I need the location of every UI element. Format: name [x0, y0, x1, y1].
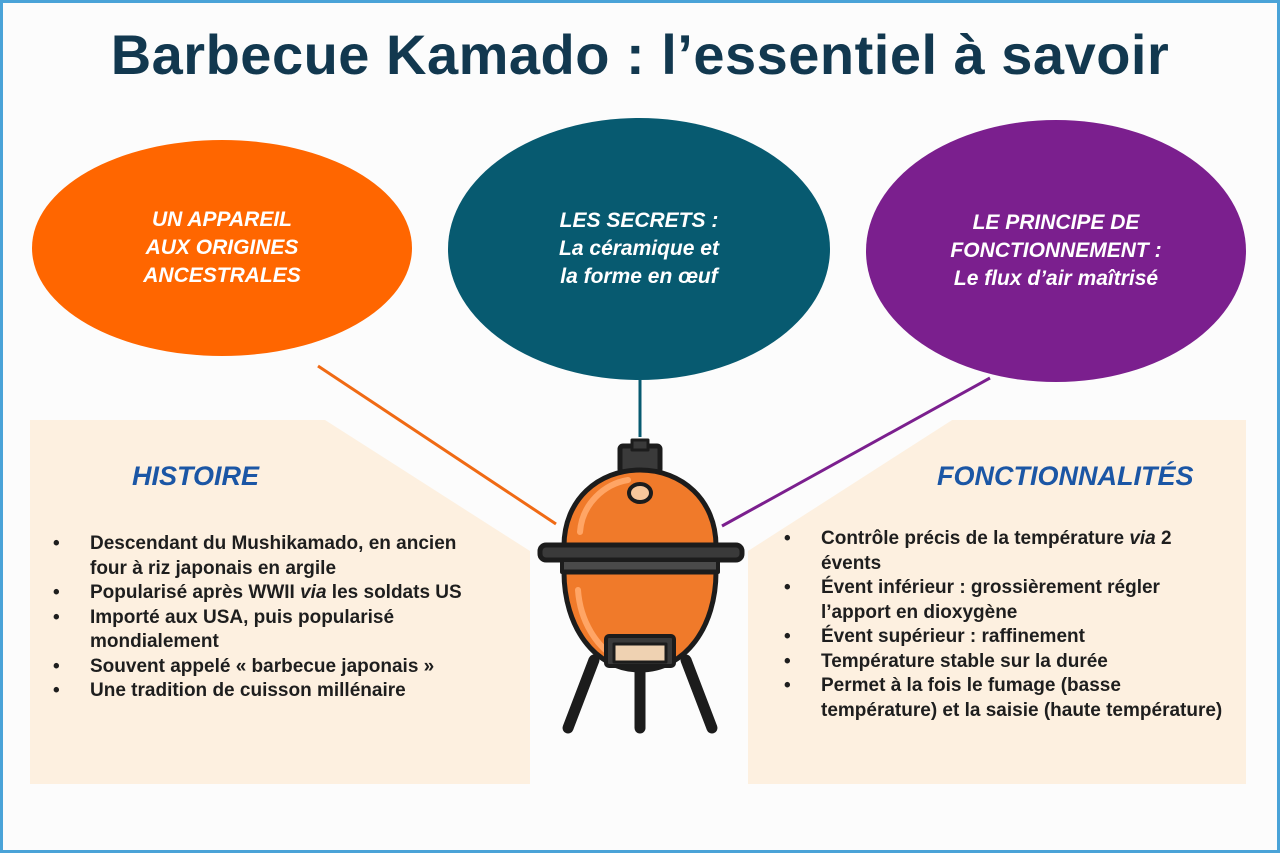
- bubble-origins: UN APPAREIL AUX ORIGINES ANCESTRALES: [32, 140, 412, 356]
- bubble-secrets-text: LES SECRETS : La céramique et la forme e…: [559, 209, 719, 288]
- bubble-principle-text: LE PRINCIPE DE FONCTIONNEMENT : Le flux …: [950, 211, 1162, 290]
- history-list: Descendant du Mushikamado, en ancien fou…: [53, 532, 483, 704]
- list-item: Permet à la fois le fumage (basse tempér…: [784, 674, 1224, 723]
- bubble-principle: LE PRINCIPE DE FONCTIONNEMENT : Le flux …: [866, 120, 1246, 382]
- features-heading: FONCTIONNALITÉS: [937, 461, 1194, 491]
- page-title: Barbecue Kamado : l’essentiel à savoir: [110, 23, 1170, 86]
- list-item: Évent inférieur : grossièrement régler l…: [784, 576, 1224, 625]
- connector-origins: [317, 364, 557, 526]
- features-list: Contrôle précis de la température via 2 …: [784, 527, 1224, 723]
- bubble-secrets: LES SECRETS : La céramique et la forme e…: [448, 118, 830, 380]
- list-item: Descendant du Mushikamado, en ancien fou…: [53, 532, 483, 581]
- bubble-origins-text: UN APPAREIL AUX ORIGINES ANCESTRALES: [143, 208, 301, 287]
- list-item: Évent supérieur : raffinement: [784, 625, 1224, 650]
- list-item: Une tradition de cuisson millénaire: [53, 679, 483, 704]
- list-item: Importé aux USA, puis popularisé mondial…: [53, 606, 483, 655]
- list-item: Température stable sur la durée: [784, 650, 1224, 675]
- list-item: Contrôle précis de la température via 2 …: [784, 527, 1224, 576]
- list-item: Popularisé après WWII via les soldats US: [53, 581, 483, 606]
- list-item: Souvent appelé « barbecue japonais »: [53, 655, 483, 680]
- connector-principle: [721, 376, 991, 528]
- history-heading: HISTOIRE: [132, 461, 260, 491]
- kamado-grill-icon: [537, 438, 745, 734]
